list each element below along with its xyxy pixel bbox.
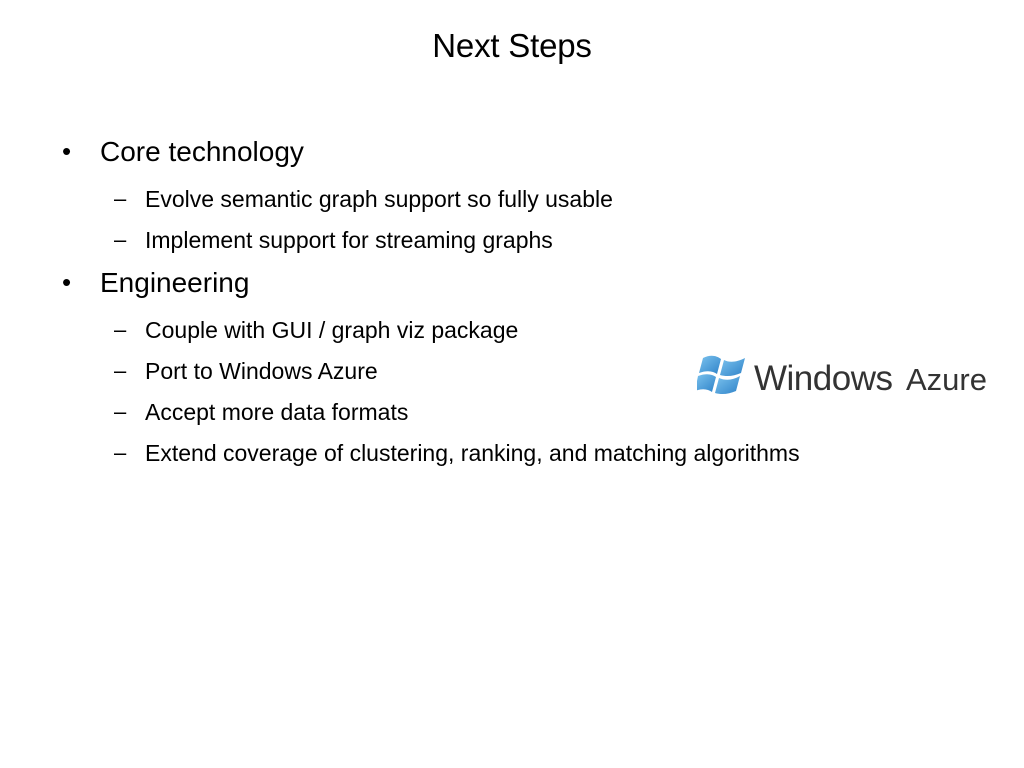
- dash-marker: –: [114, 227, 127, 252]
- dash-marker: –: [114, 399, 127, 424]
- dash-marker: –: [114, 358, 127, 383]
- logo-text-windows: Windows: [754, 359, 892, 398]
- sub-bullet-text: Implement support for streaming graphs: [145, 227, 553, 253]
- bullet-text: Core technology: [100, 136, 304, 167]
- sub-bullet-text: Evolve semantic graph support so fully u…: [145, 186, 613, 212]
- sub-bullet-text: Extend coverage of clustering, ranking, …: [145, 440, 800, 466]
- slide-title: Next Steps: [432, 27, 592, 64]
- sub-bullet-text: Accept more data formats: [145, 399, 409, 425]
- dash-marker: –: [114, 317, 127, 342]
- logo-text-azure: Azure: [906, 362, 987, 397]
- sub-bullet-text: Port to Windows Azure: [145, 358, 378, 384]
- dash-marker: –: [114, 186, 127, 211]
- bullet-marker: •: [62, 267, 72, 297]
- bullet-text: Engineering: [100, 267, 250, 298]
- dash-marker: –: [114, 440, 127, 465]
- sub-bullet-text: Couple with GUI / graph viz package: [145, 317, 519, 343]
- windows-azure-logo: Windows Azure: [697, 355, 987, 398]
- windows-flag-icon: [697, 355, 745, 395]
- bullet-marker: •: [62, 136, 72, 166]
